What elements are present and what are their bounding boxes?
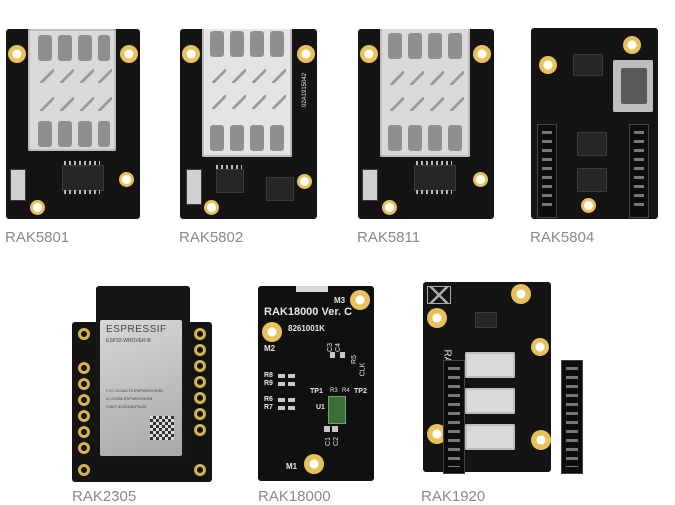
silk-r3: R3	[330, 388, 338, 394]
pin-header	[537, 124, 557, 218]
microphone-sensor	[328, 396, 346, 424]
board-title: RAK18000 Ver. C	[264, 306, 353, 318]
terminal-block	[380, 29, 470, 157]
ic-chip	[577, 168, 607, 192]
mounting-hole	[30, 200, 45, 215]
product-label[interactable]: RAK5802	[179, 229, 244, 246]
product-image-rak18000[interactable]: RAK18000 Ver. C 8261001K M3 M2 M1 C3 C4 …	[258, 286, 374, 481]
module-brand: ESPRESSIF	[106, 324, 167, 335]
product-card-rak2305[interactable]: ESPRESSIF ESP32-WROVER-B FCC ID:2AC7Z-ES…	[72, 286, 214, 505]
ic-chip	[216, 169, 244, 193]
grove-connector	[465, 388, 515, 414]
mounting-hole	[581, 198, 596, 213]
module-cmiit: CMIIT ID:2018DP3125	[106, 404, 147, 409]
silk-c4: C4	[334, 343, 342, 352]
board-marking: 1947	[283, 99, 290, 115]
silk-r4: R4	[342, 388, 350, 394]
board-logo	[427, 286, 451, 304]
mounting-hole	[120, 45, 138, 63]
mounting-hole	[350, 290, 370, 310]
silk-m1: M1	[286, 462, 298, 471]
pin-header	[561, 360, 583, 474]
mounting-hole	[204, 200, 219, 215]
mounting-hole	[382, 200, 397, 215]
ic-chip	[573, 54, 603, 76]
product-label[interactable]: RAK5811	[357, 229, 421, 246]
mounting-hole	[623, 36, 641, 54]
mounting-hole	[8, 45, 26, 63]
mounting-hole	[531, 430, 551, 450]
silk-c1: C1	[324, 437, 332, 446]
mounting-hole	[473, 45, 491, 63]
product-image-rak5811[interactable]	[358, 29, 494, 219]
board-tab	[296, 286, 328, 292]
mounting-hole	[297, 174, 312, 189]
ic-chip	[62, 165, 104, 191]
product-card-rak5801[interactable]: RAK5801	[5, 29, 142, 255]
grove-connector	[465, 352, 515, 378]
silk-m2: M2	[264, 344, 276, 353]
product-card-rak1920[interactable]: RAK1920 Ver. A RAK1920	[421, 282, 587, 505]
pin-header	[629, 124, 649, 218]
silk-tp1: TP1	[310, 388, 323, 395]
product-image-rak5804[interactable]	[531, 28, 658, 219]
pin-header	[443, 360, 465, 474]
mounting-hole	[473, 172, 488, 187]
silk-clk: CLK	[359, 362, 367, 377]
product-card-rak18000[interactable]: RAK18000 Ver. C 8261001K M3 M2 M1 C3 C4 …	[258, 286, 376, 505]
mounting-hole	[297, 45, 315, 63]
product-card-rak5802[interactable]: 1947 02A1915042 RAK5802	[179, 29, 320, 255]
product-label[interactable]: RAK18000	[258, 488, 331, 505]
product-image-rak5802[interactable]: 1947 02A1915042	[180, 29, 317, 219]
mounting-hole	[531, 338, 549, 356]
mounting-hole	[539, 56, 557, 74]
terminal-block	[28, 29, 116, 151]
silk-tp2: TP2	[354, 388, 367, 395]
product-label[interactable]: RAK5801	[5, 229, 70, 246]
silk-u1: U1	[316, 404, 325, 411]
mounting-hole	[262, 322, 282, 342]
module-shield: ESPRESSIF ESP32-WROVER-B FCC ID:2AC7Z-ES…	[100, 320, 182, 456]
mounting-hole	[427, 424, 447, 444]
mounting-hole	[182, 45, 200, 63]
board-code: 02A1915042	[302, 72, 308, 107]
module-fcc: FCC ID:2AC7Z-ESPWROVERB	[106, 388, 163, 393]
module-ic: IC:21098-ESPWROVERB	[106, 396, 153, 401]
silk-c3: C3	[326, 343, 334, 352]
ic-chip	[577, 132, 607, 156]
ic-chip	[266, 177, 294, 201]
mounting-hole	[119, 172, 134, 187]
product-label[interactable]: RAK5804	[530, 229, 595, 246]
grove-connector	[465, 424, 515, 450]
mounting-hole	[427, 308, 447, 328]
silk-r6: R6	[264, 396, 273, 403]
silk-r7: R7	[264, 404, 273, 411]
product-label[interactable]: RAK1920	[421, 488, 486, 505]
board-serial: 8261001K	[288, 324, 325, 333]
terminal-block	[202, 29, 292, 157]
product-label[interactable]: RAK2305	[72, 488, 137, 505]
mounting-hole	[360, 45, 378, 63]
silk-r9: R9	[264, 380, 273, 387]
ic-chip	[414, 165, 456, 191]
product-card-rak5811[interactable]: RAK5811	[357, 29, 498, 255]
product-image-rak5801[interactable]	[6, 29, 140, 219]
usb-connector	[613, 60, 653, 112]
ic-chip	[475, 312, 497, 328]
silk-m3: M3	[334, 296, 346, 305]
silk-r5: R5	[350, 355, 358, 364]
module-model: ESP32-WROVER-B	[106, 338, 151, 344]
mounting-hole	[511, 284, 531, 304]
silk-r8: R8	[264, 372, 273, 379]
product-card-rak5804[interactable]: RAK5804	[530, 28, 661, 255]
mounting-hole	[304, 454, 324, 474]
qr-code-icon	[150, 416, 174, 440]
esp32-module: ESPRESSIF ESP32-WROVER-B FCC ID:2AC7Z-ES…	[96, 286, 190, 464]
silk-c2: C2	[332, 437, 340, 446]
